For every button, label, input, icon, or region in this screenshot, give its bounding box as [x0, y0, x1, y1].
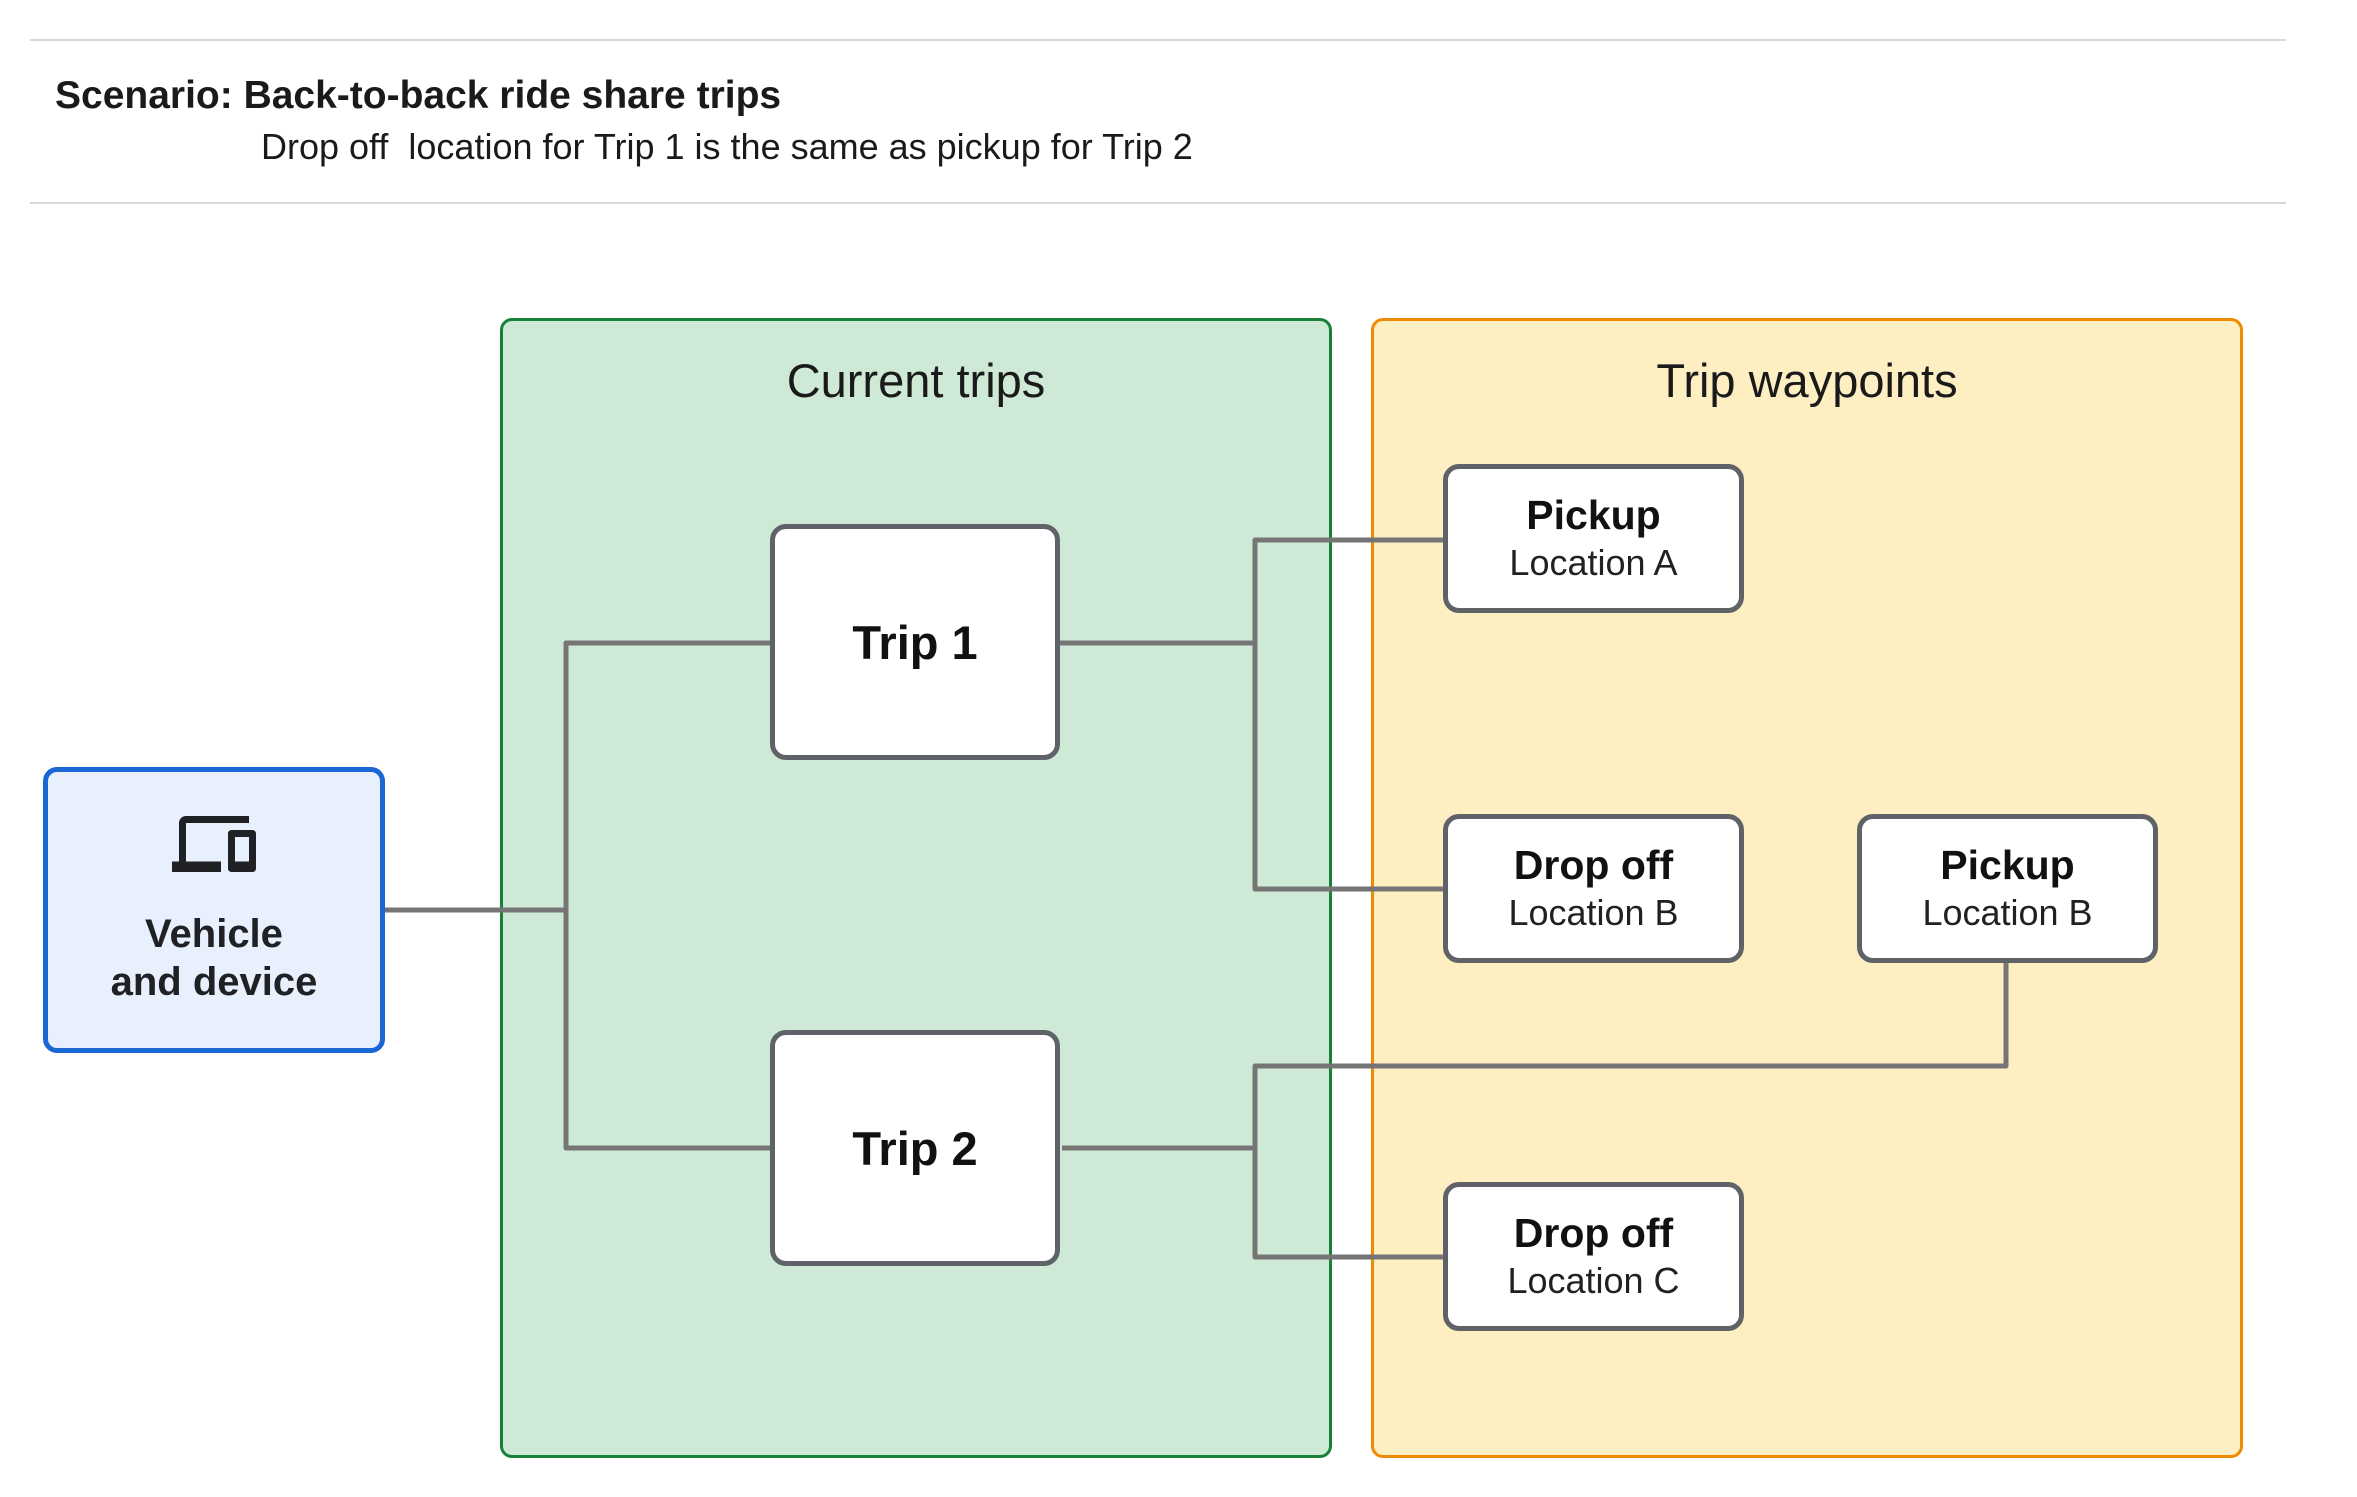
waypoint-dropoff-c-node: Drop off Location C [1443, 1182, 1744, 1331]
waypoint-dropoff-b-title: Drop off [1513, 842, 1674, 889]
vehicle-node: Vehicle and device [43, 767, 385, 1053]
waypoint-pickup-a-location: Location A [1509, 541, 1678, 583]
waypoint-dropoff-c-location: Location C [1507, 1259, 1680, 1301]
header-divider [30, 202, 2286, 204]
waypoint-pickup-b-location: Location B [1922, 891, 2093, 933]
page-title: Scenario: Back-to-back ride share trips [55, 74, 782, 117]
current-trips-group-title: Current trips [786, 354, 1046, 407]
vehicle-node-label: Vehicle and device [110, 912, 318, 1004]
waypoint-dropoff-c-title: Drop off [1513, 1210, 1674, 1257]
page-subtitle: Drop off location for Trip 1 is the same… [261, 126, 1193, 167]
trip-1-label: Trip 1 [852, 615, 978, 669]
waypoint-dropoff-b-node: Drop off Location B [1443, 814, 1744, 963]
waypoint-pickup-a-node: Pickup Location A [1443, 464, 1744, 613]
devices-icon [172, 816, 256, 872]
trip-waypoints-group-title: Trip waypoints [1656, 354, 1958, 407]
trip-2-node: Trip 2 [770, 1030, 1060, 1266]
waypoint-pickup-b-title: Pickup [1940, 842, 2075, 889]
top-divider [30, 39, 2286, 41]
waypoint-dropoff-b-location: Location B [1508, 891, 1679, 933]
trip-2-label: Trip 2 [852, 1121, 978, 1175]
current-trips-group: Current trips [500, 318, 1332, 1458]
waypoint-pickup-b-node: Pickup Location B [1857, 814, 2158, 963]
trip-1-node: Trip 1 [770, 524, 1060, 760]
waypoint-pickup-a-title: Pickup [1526, 492, 1661, 539]
